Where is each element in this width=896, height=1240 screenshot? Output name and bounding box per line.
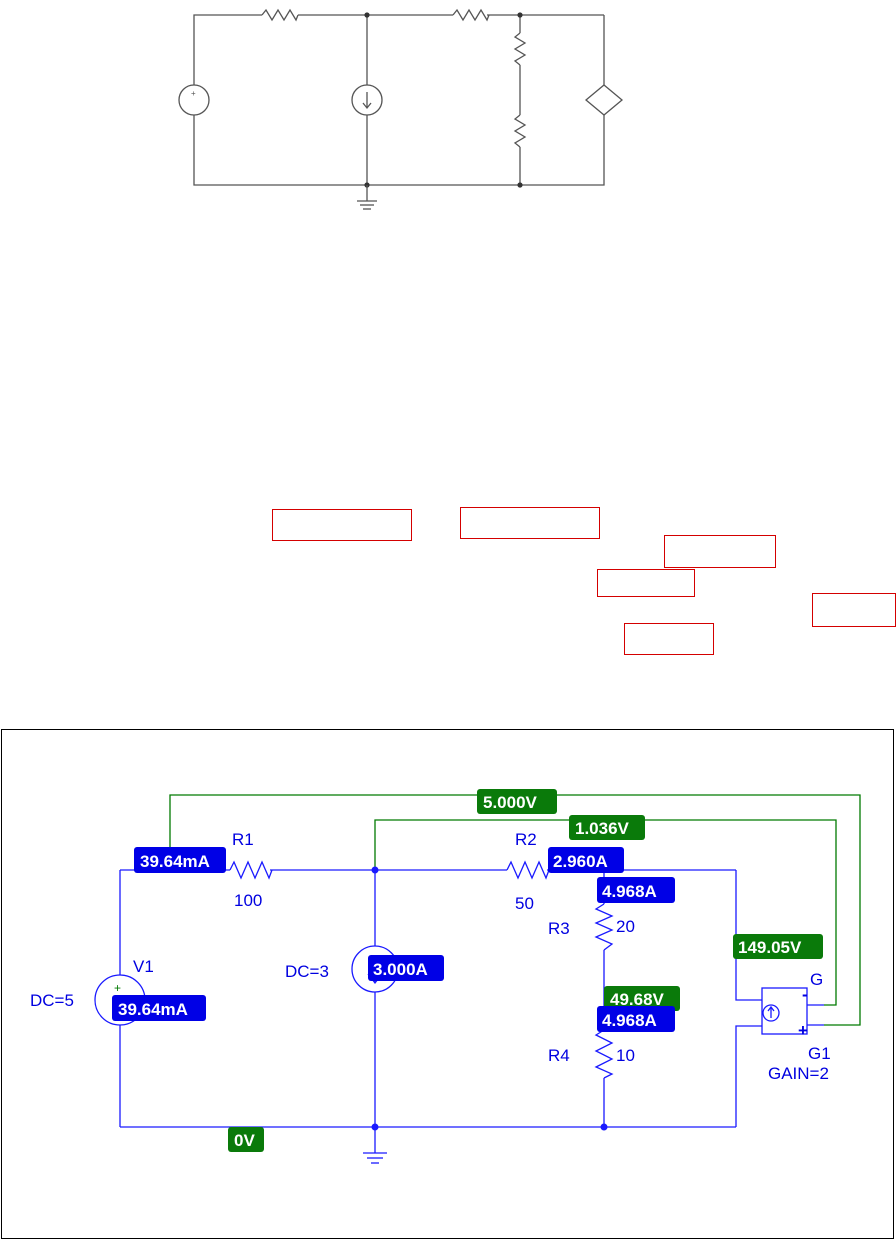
- top-current-source-icon: [351, 84, 383, 116]
- current-marker: 39.64mA: [112, 995, 206, 1021]
- g1-plus-sign: +: [798, 1021, 808, 1040]
- r1-name: R1: [232, 830, 254, 849]
- current-marker: 39.64mA: [134, 847, 226, 873]
- top-dependent-source-icon: [584, 84, 624, 116]
- top-schematic: +: [178, 8, 624, 210]
- r2-name: R2: [515, 830, 537, 849]
- top-resistor-2: [452, 8, 490, 22]
- schematic-frame: [1, 729, 894, 1239]
- v1-name: V1: [133, 957, 154, 976]
- svg-text:5.000V: 5.000V: [483, 793, 538, 812]
- g1-minus-sign: -: [802, 985, 808, 1004]
- svg-text:4.968A: 4.968A: [602, 1011, 657, 1030]
- svg-text:49.68V: 49.68V: [610, 990, 665, 1009]
- current-marker: 3.000A: [368, 955, 444, 981]
- svg-text:+: +: [114, 981, 121, 995]
- resistor-r3: [594, 903, 614, 951]
- top-wire-loop: [193, 14, 262, 85]
- current-marker: 2.960A: [548, 847, 624, 873]
- current-marker: 4.968A: [597, 877, 675, 903]
- r1-value: 100: [234, 891, 262, 910]
- top-resistor-4: [513, 114, 527, 148]
- r3-name: R3: [548, 919, 570, 938]
- svg-text:2.960A: 2.960A: [553, 852, 608, 871]
- top-ground-icon: [357, 200, 377, 210]
- g1-pin-label: G: [810, 970, 823, 989]
- svg-text:39.64mA: 39.64mA: [140, 852, 210, 871]
- highlight-box: [597, 569, 695, 597]
- voltage-marker: 149.05V: [733, 934, 823, 959]
- resistor-r4: [594, 1029, 614, 1079]
- svg-text:1.036V: 1.036V: [575, 819, 630, 838]
- highlight-box: [624, 623, 714, 655]
- voltage-marker: 49.68V: [604, 986, 680, 1011]
- controlled-source-icon: [761, 987, 824, 1035]
- top-voltage-source-icon: [178, 84, 210, 116]
- voltage-marker: 5.000V: [477, 789, 557, 814]
- svg-text:4.968A: 4.968A: [602, 882, 657, 901]
- highlight-box: [460, 507, 600, 539]
- r2-value: 50: [515, 894, 534, 913]
- probe-wire-top: [169, 794, 861, 1026]
- resistor-r1: [229, 860, 273, 880]
- svg-text:149.05V: 149.05V: [738, 938, 802, 957]
- top-resistor-3: [513, 32, 527, 66]
- svg-text:0V: 0V: [234, 1131, 255, 1150]
- r4-value: 10: [616, 1046, 635, 1065]
- voltage-marker: 1.036V: [569, 815, 645, 840]
- v1-value: DC=5: [30, 991, 74, 1010]
- g1-gain: GAIN=2: [768, 1064, 829, 1083]
- current-marker: 4.968A: [597, 1006, 675, 1032]
- resistor-r2: [506, 860, 550, 880]
- ground-icon: [363, 1152, 387, 1164]
- svg-text:3.000A: 3.000A: [373, 960, 428, 979]
- highlight-box: [664, 535, 776, 568]
- svg-text:39.64mA: 39.64mA: [118, 1000, 188, 1019]
- r3-value: 20: [616, 917, 635, 936]
- r4-name: R4: [548, 1046, 570, 1065]
- voltage-marker: 0V: [228, 1127, 264, 1152]
- highlight-box: [272, 509, 412, 541]
- current-source-value: DC=3: [285, 962, 329, 981]
- svg-text:+: +: [191, 89, 196, 98]
- probe-wire-mid: [374, 819, 837, 1006]
- top-resistor-1: [261, 8, 299, 22]
- g1-name: G1: [808, 1044, 831, 1063]
